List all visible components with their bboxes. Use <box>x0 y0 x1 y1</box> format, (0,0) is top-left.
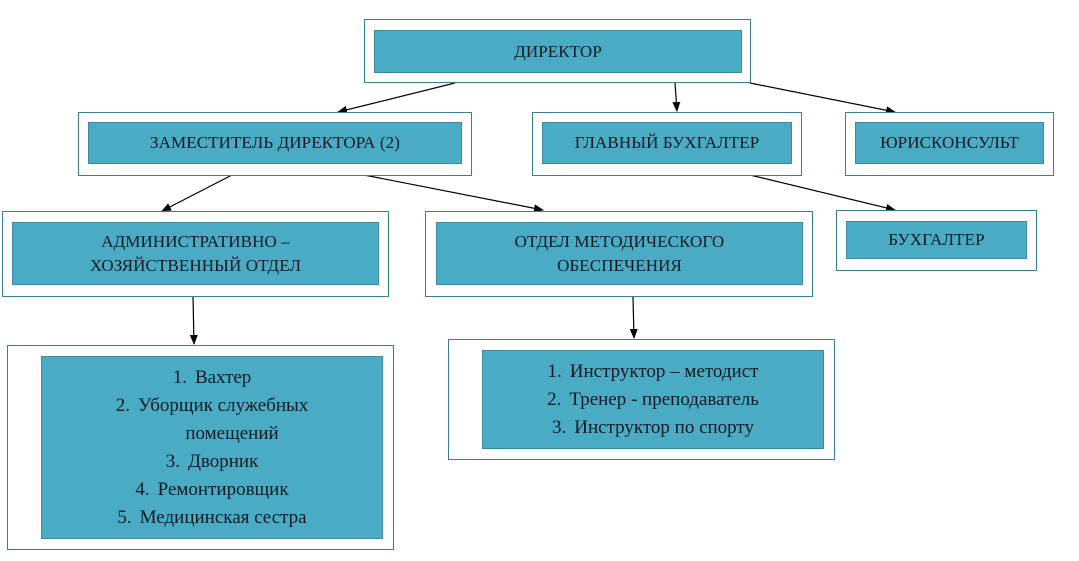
node-admin-dept-box: АДМИНИСТРАТИВНО – ХОЗЯЙСТВЕННЫЙ ОТДЕЛ <box>12 222 379 285</box>
list-item-number: 1. <box>172 366 187 388</box>
node-director-label: ДИРЕКТОР <box>514 41 602 61</box>
edge-deputy-to-admin-dept <box>161 174 233 212</box>
list-item-number: 4. <box>135 478 150 500</box>
node-director-box: ДИРЕКТОР <box>374 30 742 73</box>
list-item-number: 5. <box>117 506 132 528</box>
edge-admin-dept-to-staff <box>189 295 198 345</box>
list-item: 5. Медицинская сестра <box>116 504 309 532</box>
list-item-text: Инструктор по спорту <box>574 416 754 438</box>
node-methodical-dept-label-line1: ОТДЕЛ МЕТОДИЧЕСКОГО <box>514 231 725 251</box>
list-item-number: 3. <box>165 450 180 472</box>
edge-director-to-chief-accountant <box>672 82 681 112</box>
node-methodical-dept-box: ОТДЕЛ МЕТОДИЧЕСКОГО ОБЕСПЕЧЕНИЯ <box>436 222 803 285</box>
node-admin-dept-label-line1: АДМИНИСТРАТИВНО – <box>101 231 290 251</box>
list-item-number: 2. <box>115 394 130 416</box>
node-accountant: БУХГАЛТЕР <box>836 210 1037 271</box>
node-chief-accountant-box: ГЛАВНЫЙ БУХГАЛТЕР <box>542 122 792 164</box>
list-item: 2. Уборщик служебных помещений <box>116 392 309 448</box>
node-chief-accountant-label: ГЛАВНЫЙ БУХГАЛТЕР <box>574 133 760 152</box>
edge-chief-accountant-to-accountant <box>749 174 896 212</box>
list-item-text: Инструктор – методист <box>569 360 759 382</box>
edge-director-to-deputy <box>337 82 456 114</box>
node-accountant-label: БУХГАЛТЕР <box>888 230 985 249</box>
node-methodical-staff: 1. Инструктор – методист 2. Тренер - препо… <box>448 339 835 460</box>
node-methodical-dept: ОТДЕЛ МЕТОДИЧЕСКОГО ОБЕСПЕЧЕНИЯ <box>425 211 813 297</box>
node-deputy-director-label: ЗАМЕСТИТЕЛЬ ДИРЕКТОРА (2) <box>150 133 400 152</box>
node-admin-dept: АДМИНИСТРАТИВНО – ХОЗЯЙСТВЕННЫЙ ОТДЕЛ <box>2 211 389 297</box>
node-admin-staff: 1. Вахтер 2. Уборщик служебных помещений 3.… <box>7 345 394 550</box>
methodical-staff-list: 1. Инструктор – методист 2. Тренер - препо… <box>547 358 759 442</box>
node-accountant-box: БУХГАЛТЕР <box>846 221 1027 259</box>
node-director: ДИРЕКТОР <box>364 19 751 83</box>
list-item-text: Уборщик служебных <box>137 394 309 416</box>
node-methodical-dept-label-line2: ОБЕСПЕЧЕНИЯ <box>557 255 682 275</box>
node-legal-advisor-box: ЮРИСКОНСУЛЬТ <box>855 122 1044 164</box>
node-legal-advisor: ЮРИСКОНСУЛЬТ <box>845 112 1054 176</box>
list-item-text: Вахтер <box>194 366 252 388</box>
edge-director-to-legal-advisor <box>749 82 896 115</box>
list-item: 4. Ремонтировщик <box>116 476 309 504</box>
list-item: 1. Инструктор – методист <box>547 358 759 386</box>
list-item-text: Тренер - преподаватель <box>569 388 759 410</box>
list-item-text-continued: помещений <box>185 422 279 444</box>
node-admin-dept-label-line2: ХОЗЯЙСТВЕННЫЙ ОТДЕЛ <box>89 255 302 275</box>
list-item: 3. Дворник <box>116 448 309 476</box>
node-legal-advisor-label: ЮРИСКОНСУЛЬТ <box>880 133 1019 152</box>
list-item-text: Дворник <box>187 450 259 472</box>
edge-deputy-to-methodical-dept <box>363 174 544 213</box>
node-methodical-staff-box: 1. Инструктор – методист 2. Тренер - препо… <box>482 350 824 449</box>
list-item-text: Медицинская сестра <box>139 506 307 528</box>
node-admin-staff-box: 1. Вахтер 2. Уборщик служебных помещений 3.… <box>41 356 383 539</box>
list-item-number: 3. <box>552 416 567 438</box>
list-item-number: 1. <box>547 360 562 382</box>
list-item-number: 2. <box>547 388 562 410</box>
list-item: 2. Тренер - преподаватель <box>547 386 759 414</box>
admin-staff-list: 1. Вахтер 2. Уборщик служебных помещений 3.… <box>116 364 309 532</box>
list-item: 1. Вахтер <box>116 364 309 392</box>
list-item-text: Ремонтировщик <box>157 478 289 500</box>
list-item: 3. Инструктор по спорту <box>547 414 759 442</box>
node-deputy-director: ЗАМЕСТИТЕЛЬ ДИРЕКТОРА (2) <box>78 112 472 176</box>
edge-methodical-dept-to-staff <box>629 296 638 339</box>
node-chief-accountant: ГЛАВНЫЙ БУХГАЛТЕР <box>532 112 802 176</box>
node-deputy-director-box: ЗАМЕСТИТЕЛЬ ДИРЕКТОРА (2) <box>88 122 462 164</box>
